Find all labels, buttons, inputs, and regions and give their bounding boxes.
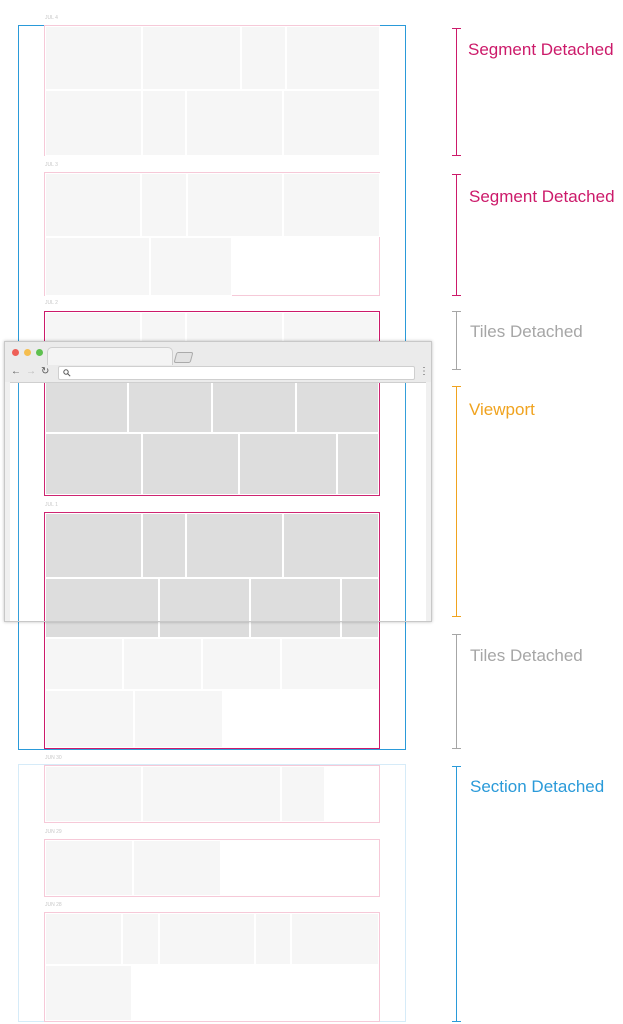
back-arrow-icon[interactable]: ← [11,366,21,377]
tile [134,690,223,748]
tile [45,237,150,296]
close-dot-icon[interactable] [12,349,19,356]
tile [250,578,341,638]
tile [45,638,123,690]
tile [45,766,142,822]
segment-6 [44,839,380,897]
tile [45,26,142,90]
tile [45,690,134,748]
tile [45,913,122,965]
segment-4 [44,512,380,749]
tile [239,433,337,495]
bracket-segment-2 [452,174,461,296]
annotation-segment-detached: Segment Detached [468,40,614,59]
tile [283,312,379,342]
tile [150,237,232,296]
tile [341,578,379,638]
tile [283,90,380,156]
tile [281,638,379,690]
address-bar[interactable] [58,366,415,380]
tile [202,638,281,690]
tile [45,578,159,638]
tile [45,513,142,578]
tile [255,913,291,965]
tile [133,840,221,896]
tile [141,312,186,342]
tile [283,513,379,578]
segment-label: JUL 2 [45,300,58,306]
bracket-viewport [452,386,461,617]
segment-label: JUN 29 [45,829,62,835]
tile [186,312,283,342]
segment-5 [44,765,380,823]
segment-label: JUN 30 [45,755,62,761]
annotation-tiles-detached: Tiles Detached [470,322,583,341]
tile [337,433,379,495]
menu-icon[interactable]: ⋮ [419,366,429,377]
segment-label: JUL 4 [45,15,58,21]
bracket-tiles-1 [452,311,461,370]
tile [286,26,380,90]
tile [45,433,142,495]
forward-arrow-icon[interactable]: → [26,366,36,377]
tile [141,173,187,237]
viewport-edge-left [5,382,10,621]
tile [281,766,325,822]
new-tab-icon[interactable] [173,352,194,363]
tile [142,766,281,822]
tile [291,913,379,965]
search-icon [63,369,71,377]
tile [45,90,142,156]
tile [122,913,159,965]
tile [142,513,186,578]
tile [142,90,186,156]
browser-chrome: ← → ↻ ⋮ [5,342,431,383]
maximize-dot-icon[interactable] [36,349,43,356]
segment-7 [44,912,380,1022]
tile [241,26,286,90]
tile [212,382,296,433]
annotation-section-detached: Section Detached [470,777,605,796]
tile [283,173,380,237]
tile [187,173,283,237]
annotation-viewport: Viewport [469,400,535,419]
minimize-dot-icon[interactable] [24,349,31,356]
tile [128,382,212,433]
tile [142,26,241,90]
tile [45,840,133,896]
tile [159,578,250,638]
bracket-tiles-2 [452,634,461,749]
browser-tab[interactable] [47,347,173,365]
segment-label: JUL 1 [45,502,58,508]
tile [296,382,379,433]
segment-label: JUL 3 [45,162,58,168]
tile [45,965,132,1021]
segment-3 [44,311,380,496]
viewport-edge-right [426,382,431,621]
reload-icon[interactable]: ↻ [41,366,50,377]
tile [159,913,255,965]
bracket-section [452,766,461,1022]
tile [123,638,202,690]
browser-window: ← → ↻ ⋮ [4,341,432,622]
tile [45,312,141,342]
segment-label: JUN 28 [45,902,62,908]
tile [186,513,283,578]
tile [142,433,239,495]
tile [186,90,283,156]
annotation-tiles-detached: Tiles Detached [470,646,583,665]
tile [45,173,141,237]
annotation-segment-detached: Segment Detached [469,187,615,206]
segment-1 [44,25,380,156]
bracket-segment-1 [452,28,461,156]
segment-2 [44,172,380,296]
